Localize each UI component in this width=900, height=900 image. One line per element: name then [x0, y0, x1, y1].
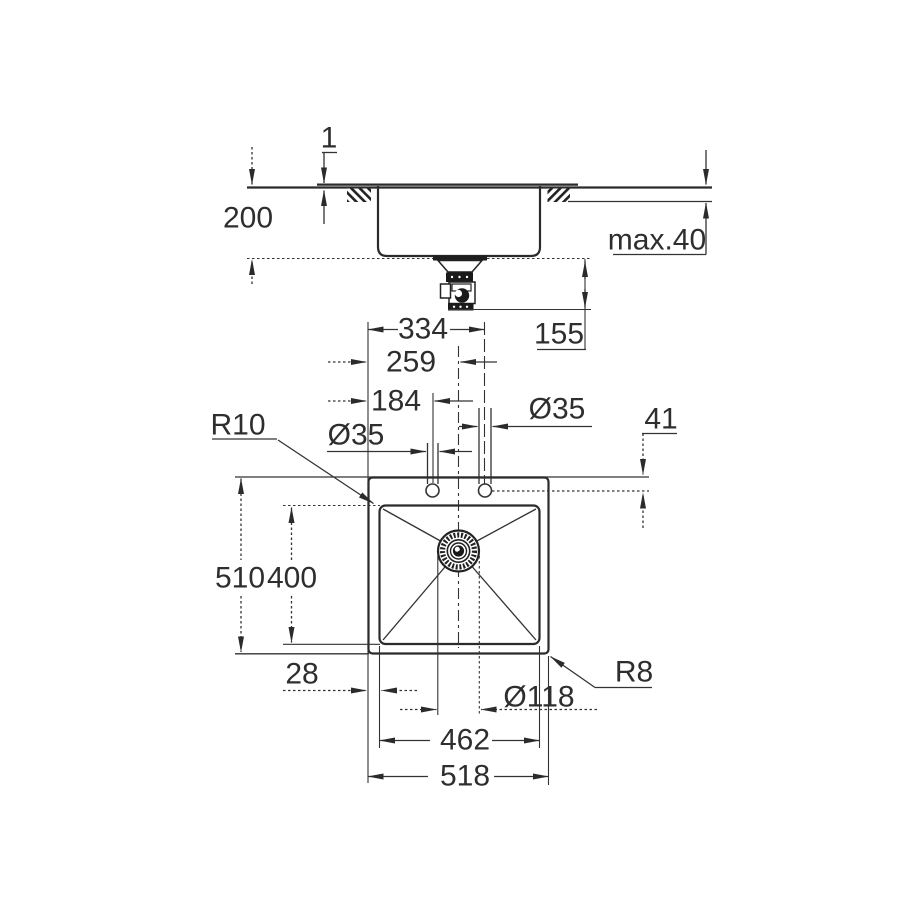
dim-centre-offset: 259 — [328, 346, 497, 379]
dim-overall-width: 518 — [367, 760, 549, 793]
dim-drain-diameter: Ø118 — [400, 681, 597, 714]
dim-left-hole-diameter: Ø35 — [327, 419, 472, 455]
plan-view: 510 400 R10 R8 28 — [210, 409, 653, 793]
bowl-width-label: 462 — [440, 724, 490, 757]
bowl-length-label: 400 — [267, 562, 317, 595]
countertop-thickness-label: max.40 — [608, 224, 706, 257]
dim-bowl-width: 462 — [379, 724, 540, 757]
dim-countertop-thickness: max.40 — [608, 150, 709, 257]
centre-offset-label: 259 — [386, 346, 436, 379]
dim-edge-inset: 28 — [283, 658, 417, 694]
tap-hole-right — [477, 483, 493, 498]
dim-bowl-depth: 200 — [223, 147, 273, 284]
bowl-corner-radius-label: R10 — [210, 409, 265, 442]
outer-corner-radius-label: R8 — [615, 656, 653, 689]
dim-left-hole-offset: 184 — [328, 385, 473, 418]
tap-hole-dimensions: 334 259 184 Ø35 Ø35 41 — [327, 313, 678, 783]
right-hole-diameter-label: Ø35 — [529, 393, 586, 426]
countertop-hatch-right — [547, 188, 570, 202]
dim-bowl-length: 400 — [267, 507, 317, 643]
edge-inset-label: 28 — [285, 658, 318, 691]
dim-overall-length: 510 — [215, 478, 265, 653]
rim-height-label: 1 — [321, 122, 338, 155]
dim-right-hole-diameter: Ø35 — [459, 393, 592, 430]
left-hole-offset-label: 184 — [371, 385, 421, 418]
right-hole-offset-label: 334 — [398, 313, 448, 346]
dim-deck-setback: 41 — [640, 403, 678, 528]
bowl-depth-label: 200 — [223, 202, 273, 235]
dim-drain-clearance: 155 — [448, 259, 591, 351]
dim-rim-height: 1 — [321, 122, 338, 224]
dim-right-hole-offset: 334 — [367, 313, 485, 346]
overall-width-label: 518 — [440, 760, 490, 793]
drain-clearance-label: 155 — [534, 318, 584, 351]
drain-diameter-label: Ø118 — [503, 681, 574, 714]
deck-setback-label: 41 — [644, 403, 677, 436]
left-hole-diameter-label: Ø35 — [328, 419, 385, 452]
tap-hole-left — [425, 483, 440, 498]
callout-outer-corner-radius: R8 — [550, 656, 653, 689]
bowl-outline — [378, 504, 541, 646]
drain-plan-view — [436, 529, 481, 573]
countertop-hatch-left — [347, 188, 371, 202]
overall-length-label: 510 — [215, 562, 265, 595]
bowl-section-outline — [376, 186, 542, 258]
callout-bowl-corner-radius: R10 — [210, 409, 374, 505]
drain-side-view — [433, 255, 487, 311]
section-view: 1 200 max.40 155 — [223, 122, 712, 351]
sink-outer-outline — [367, 476, 550, 655]
